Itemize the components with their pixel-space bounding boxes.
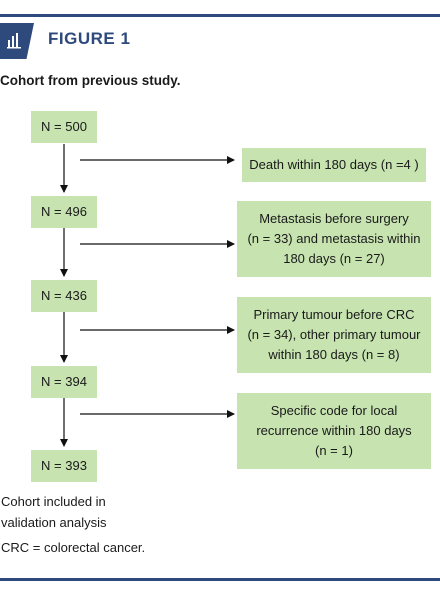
count-box-500: N = 500 [31, 111, 97, 143]
bottom-rule [0, 578, 440, 581]
count-box-436: N = 436 [31, 280, 97, 312]
footer-note: Cohort included in validation analysis [1, 494, 107, 530]
figure-subtitle: Cohort from previous study. [0, 73, 181, 88]
exclusion-box-death: Death within 180 days (n =4 ) [242, 148, 426, 182]
figure-title: FIGURE 1 [48, 29, 131, 48]
exclusion-box-metastasis: Metastasis before surgery (n = 33) and m… [237, 201, 431, 277]
count-box-394: N = 394 [31, 366, 97, 398]
bar-chart-icon [7, 33, 21, 49]
footer-abbreviation: CRC = colorectal cancer. [1, 540, 146, 555]
count-box-393: N = 393 [31, 450, 97, 482]
count-box-496: N = 496 [31, 196, 97, 228]
header-rule [0, 14, 440, 17]
exclusion-box-primary-tumour: Primary tumour before CRC (n = 34), othe… [237, 297, 431, 373]
exclusion-box-local-recurrence: Specific code for local recurrence withi… [237, 393, 431, 469]
